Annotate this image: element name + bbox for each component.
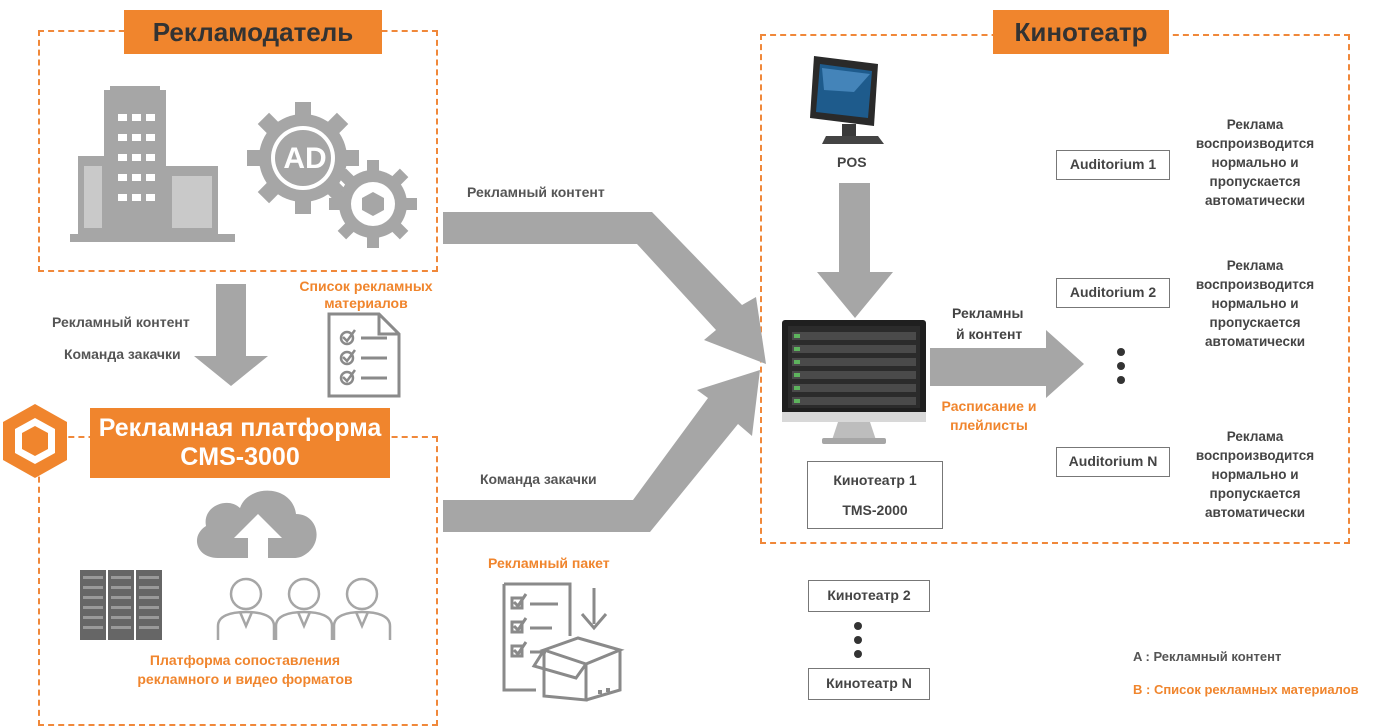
label-schedule-line2: плейлисты xyxy=(950,417,1028,433)
arrow-tms-to-auditoriums xyxy=(930,330,1084,398)
label-ad-content-right-line2: й контент xyxy=(956,326,1023,342)
auditorium-2-desc-line: автоматически xyxy=(1204,334,1306,349)
auditorium-n-desc-line: воспроизводится xyxy=(1195,448,1315,463)
auditorium-n-desc-line: автоматически xyxy=(1204,505,1306,520)
auditorium-ellipsis-icon xyxy=(1117,348,1125,384)
auditorium-2-desc-line: Реклама xyxy=(1226,258,1284,273)
auditorium-2-desc-line: пропускается xyxy=(1209,315,1301,330)
platform-caption-line1: Платформа сопоставления xyxy=(149,652,341,668)
platform-caption-line2: рекламного и видео форматов xyxy=(137,671,353,687)
arrow-download-to-tms xyxy=(443,370,760,532)
auditorium-2-desc-line: воспроизводится xyxy=(1195,277,1315,292)
label-ad-content-right: Рекламны й контент xyxy=(952,303,1023,345)
auditorium-1-desc-line: Реклама xyxy=(1226,117,1284,132)
tms-box: Кинотеатр 1 TMS-2000 xyxy=(807,461,943,529)
checklist-icon xyxy=(327,312,401,398)
auditorium-n-desc-line: нормально и xyxy=(1211,467,1299,482)
auditorium-n-box: Auditorium N xyxy=(1056,447,1170,477)
auditorium-1-desc-line: пропускается xyxy=(1209,174,1301,189)
label-ad-list-line1: Список рекламных xyxy=(299,278,433,294)
people-group-icon xyxy=(216,577,392,640)
gears-icon xyxy=(247,102,417,248)
legend-a: A : Рекламный контент xyxy=(1133,649,1282,664)
label-download-cmd-left: Команда закачки xyxy=(64,346,181,362)
label-ad-content-left: Рекламный контент xyxy=(52,314,190,330)
tms-monitor-icon xyxy=(782,320,926,444)
auditorium-n-desc-line: пропускается xyxy=(1209,486,1301,501)
label-download-cmd-bottom: Команда закачки xyxy=(480,471,597,487)
cloud-upload-icon xyxy=(196,490,317,564)
label-pos: POS xyxy=(837,154,867,170)
label-schedule-line1: Расписание и xyxy=(941,398,1037,414)
auditorium-2-box: Auditorium 2 xyxy=(1056,278,1170,308)
cinemas-ellipsis-icon xyxy=(854,622,862,658)
label-schedule: Расписание и плейлисты xyxy=(934,397,1044,435)
auditorium-1-box: Auditorium 1 xyxy=(1056,150,1170,180)
package-checklist-icon xyxy=(502,582,625,702)
arrow-pos-to-tms xyxy=(817,183,893,318)
label-ad-list-line2: материалов xyxy=(324,295,408,311)
legend-b: B : Список рекламных материалов xyxy=(1133,682,1359,697)
auditorium-2-desc: Реклама воспроизводится нормально и проп… xyxy=(1185,256,1325,351)
label-ad-content-right-line1: Рекламны xyxy=(952,305,1024,321)
label-ad-content-top: Рекламный контент xyxy=(467,184,605,200)
auditorium-1-desc: Реклама воспроизводится нормально и проп… xyxy=(1185,115,1325,210)
hexagon-logo-icon xyxy=(3,404,67,478)
tms-line1: Кинотеатр 1 xyxy=(833,472,917,488)
cinema-n-box: Кинотеатр N xyxy=(808,668,930,700)
pos-terminal-icon xyxy=(810,56,884,144)
arrows-layer xyxy=(194,183,1084,532)
cinema-2-box: Кинотеатр 2 xyxy=(808,580,930,612)
platform-caption: Платформа сопоставления рекламного и вид… xyxy=(110,651,380,689)
ad-icon-text: AD xyxy=(283,142,327,175)
tms-line2: TMS-2000 xyxy=(842,502,908,518)
auditorium-1-desc-line: автоматически xyxy=(1204,193,1306,208)
auditorium-1-desc-line: воспроизводится xyxy=(1195,136,1315,151)
server-rack-icon xyxy=(80,570,162,640)
label-ad-list: Список рекламных материалов xyxy=(286,278,446,312)
building-icon xyxy=(70,86,235,242)
arrow-advertiser-to-platform xyxy=(194,284,268,386)
cinema-title: Кинотеатр xyxy=(993,10,1169,54)
platform-title-line2: CMS-3000 xyxy=(180,443,300,471)
arrow-ad-content-to-tms xyxy=(443,212,766,364)
label-ad-package: Рекламный пакет xyxy=(488,555,610,571)
auditorium-n-desc: Реклама воспроизводится нормально и проп… xyxy=(1185,427,1325,522)
auditorium-1-desc-line: нормально и xyxy=(1211,155,1299,170)
platform-title: Рекламная платформа CMS-3000 xyxy=(90,408,390,478)
auditorium-2-desc-line: нормально и xyxy=(1211,296,1299,311)
platform-title-line1: Рекламная платформа xyxy=(98,414,382,442)
advertiser-title: Рекламодатель xyxy=(124,10,382,54)
auditorium-n-desc-line: Реклама xyxy=(1226,429,1284,444)
